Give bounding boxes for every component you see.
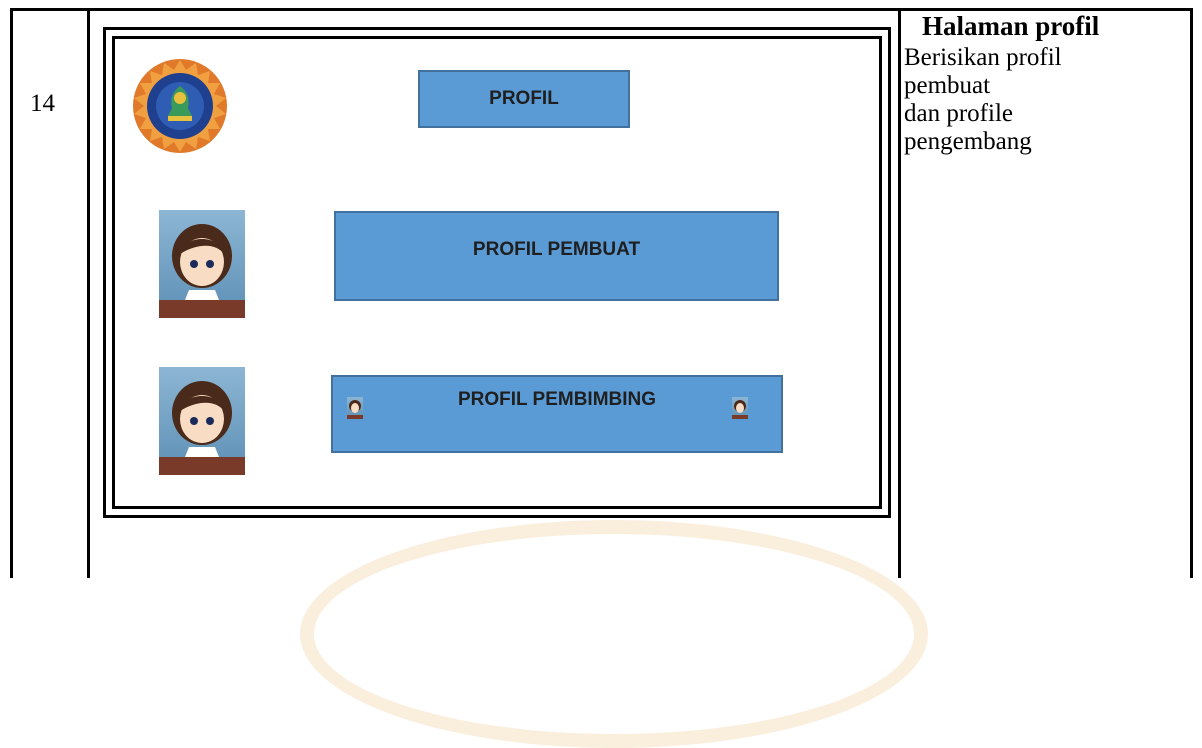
student-avatar-icon [159,210,245,318]
profil-pembuat-button[interactable]: PROFIL PEMBUAT [334,211,779,301]
storyboard-table-row [10,8,1193,578]
profil-header-button[interactable]: PROFIL [418,70,630,128]
column-divider [87,11,90,578]
row-number: 14 [30,90,55,117]
profil-pembimbing-label: PROFIL PEMBIMBING [457,389,657,410]
description-title: Halaman profil [922,11,1100,41]
screen-mockup-frame [103,27,891,518]
university-seal-icon [133,59,227,153]
description-body: Berisikan profil pembuat dan profile pen… [904,44,1062,155]
profil-pembimbing-button[interactable]: PROFIL PEMBIMBING [331,375,783,453]
screen-mockup-inner-frame [112,36,882,509]
column-divider [898,11,901,578]
student-avatar-icon [732,397,748,419]
student-avatar-icon [159,367,245,475]
student-avatar-icon [347,397,363,419]
description-cell: Halaman profil Berisikan profil pembuat … [904,10,1099,156]
